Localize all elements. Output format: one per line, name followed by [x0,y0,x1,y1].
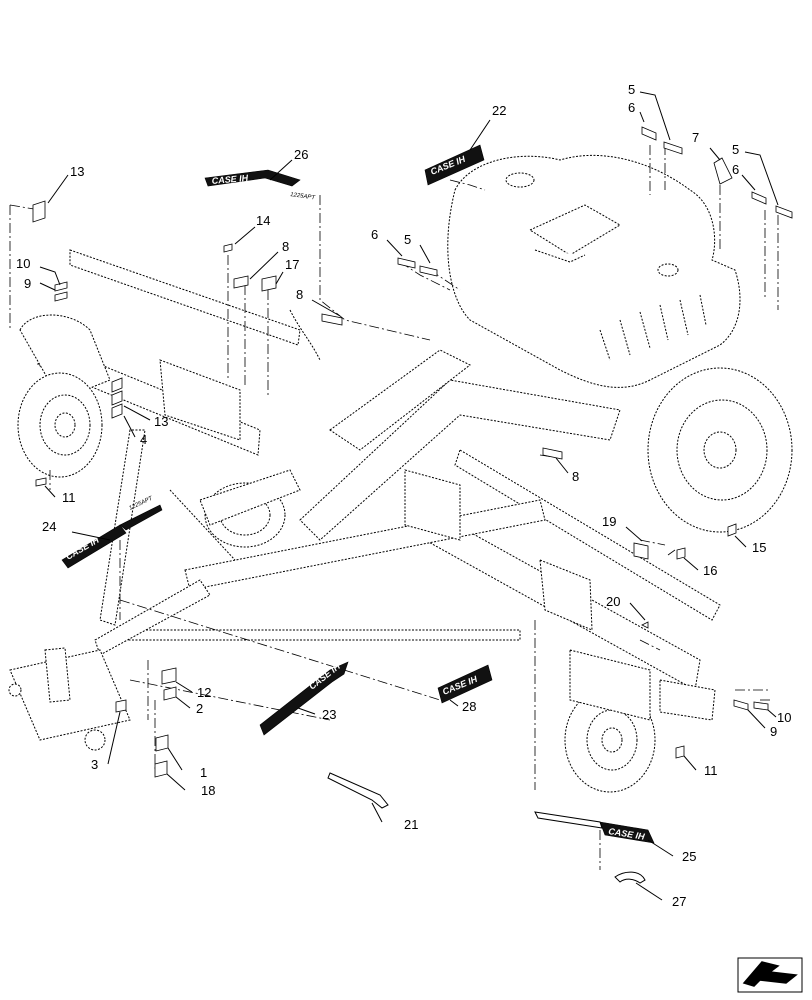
callout-6b: 6 [628,100,635,115]
callout-14: 14 [256,213,270,228]
callout-11a: 11 [62,490,76,505]
callout-10a: 10 [16,256,30,271]
right-rear-wheel [647,367,793,533]
model-text: 1225APT [290,192,317,202]
callout-8b: 8 [296,287,303,302]
callout-16: 16 [703,563,717,578]
callout-3: 3 [91,757,98,772]
callout-26: 26 [294,147,308,162]
callout-18: 18 [201,783,215,798]
brand-text: CASE IH [211,173,249,186]
callout-20: 20 [606,594,620,609]
callout-9a: 9 [24,276,31,291]
callout-7: 7 [692,130,699,145]
callout-6c: 6 [732,162,739,177]
callout-5b: 5 [628,82,635,97]
callout-6a: 6 [371,227,378,242]
callout-19: 19 [602,514,616,529]
callout-22: 22 [492,103,506,118]
left-wheel [17,372,103,478]
callout-15: 15 [752,540,766,555]
callout-23: 23 [322,707,336,722]
callout-11b: 11 [704,763,718,778]
arrow-corner-icon[interactable] [737,957,803,993]
callout-labels: 13 10 9 13 4 11 14 8 17 26 8 6 5 22 5 6 … [16,82,791,909]
callout-9b: 9 [770,724,777,739]
callout-28: 28 [462,699,476,714]
case-ih-stripe-decal-26: CASE IH 1225APT [204,169,317,202]
planter-frame [8,154,793,793]
callout-17: 17 [285,257,299,272]
callout-12: 12 [197,685,211,700]
callout-5c: 5 [732,142,739,157]
callout-10b: 10 [777,710,791,725]
case-ih-decal-28: CASE IH [437,664,493,704]
decals [32,126,793,884]
callout-27: 27 [672,894,686,909]
callout-21: 21 [404,817,418,832]
case-ih-stripe-decal-23: CASE IH [259,661,349,736]
callout-leaders [39,91,779,901]
callout-25: 25 [682,849,696,864]
callout-13b: 13 [154,414,168,429]
callout-2: 2 [196,701,203,716]
callout-8a: 8 [282,239,289,254]
callout-8c: 8 [572,469,579,484]
callout-13a: 13 [70,164,84,179]
callout-24: 24 [42,519,56,534]
callout-5a: 5 [404,232,411,247]
callout-4: 4 [140,432,147,447]
case-ih-stripe-decal-25: CASE IH [534,811,655,844]
callout-1: 1 [200,765,207,780]
leader-lines [9,145,779,870]
